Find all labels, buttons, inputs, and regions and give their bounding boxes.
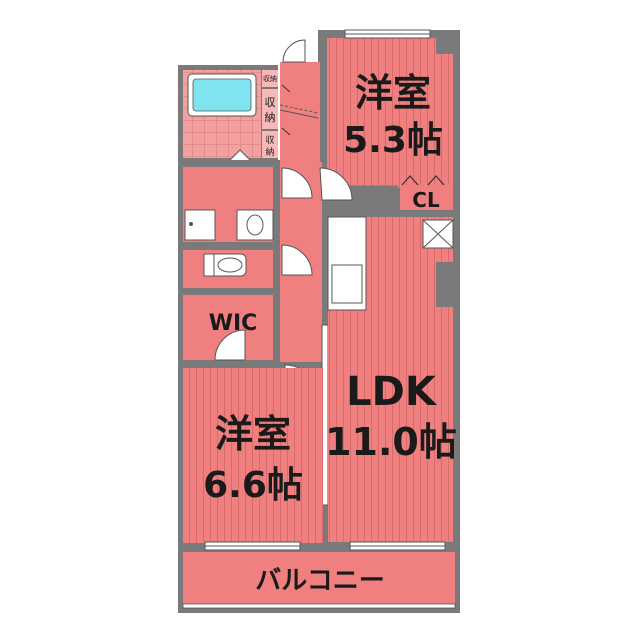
wic-label: WIC xyxy=(209,311,258,336)
ldk-size: 11.0帖 xyxy=(325,420,457,464)
western-room-1-size: 5.3帖 xyxy=(343,120,443,161)
balcony-floor xyxy=(183,552,455,607)
storage-column xyxy=(262,70,278,158)
storage-2-label-top: 収 xyxy=(265,96,276,109)
closet-area xyxy=(400,185,453,210)
balcony-label: バルコニー xyxy=(255,566,384,596)
western-room-2-floor xyxy=(183,368,323,543)
ldk-name: LDK xyxy=(346,369,438,415)
storage-1-label: 収納 xyxy=(263,74,277,83)
western-room-2-size: 6.6帖 xyxy=(203,465,303,506)
western-room-1-name: 洋室 xyxy=(355,71,431,115)
storage-2-label-bottom: 納 xyxy=(265,111,276,124)
western-room-1-floor xyxy=(327,38,453,188)
storage-3-label-top: 収 xyxy=(265,134,274,146)
western-room-2-name: 洋室 xyxy=(215,412,291,456)
storage-3-label-bottom: 納 xyxy=(265,146,274,158)
upper-hall xyxy=(280,62,320,162)
closet-label: CL xyxy=(412,188,440,212)
